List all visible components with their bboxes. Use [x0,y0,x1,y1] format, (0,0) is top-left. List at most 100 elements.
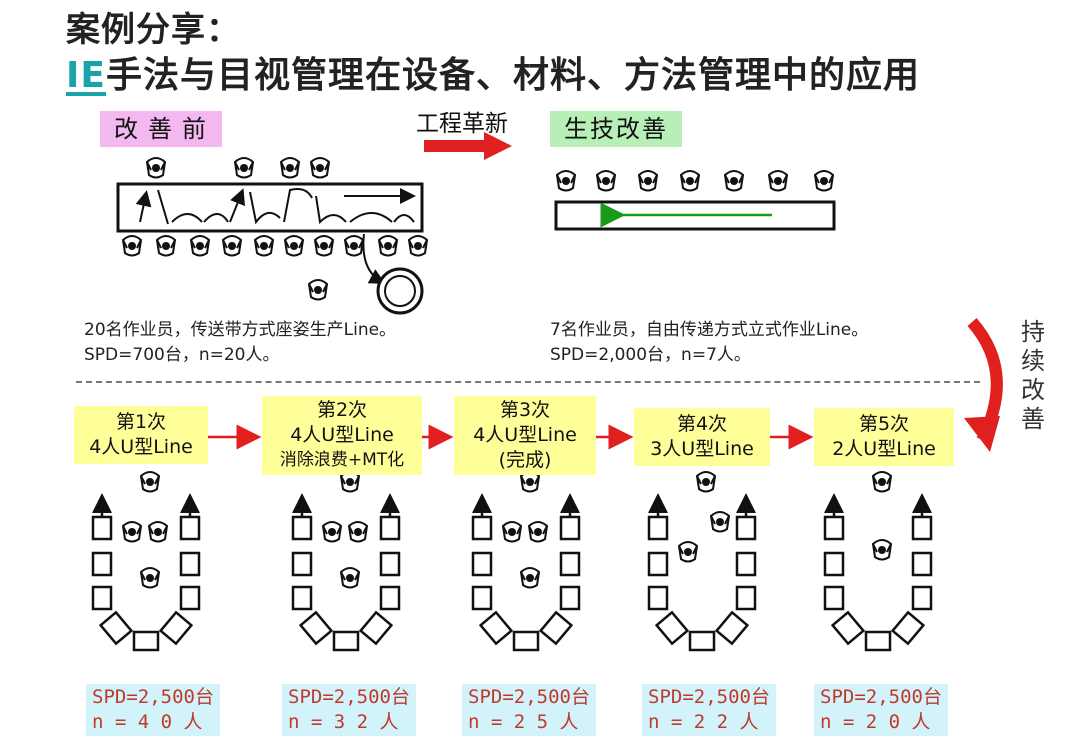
after-workers [556,170,834,192]
station-box [559,551,581,577]
stat-spd: SPD=2,500台 [820,686,942,708]
step-box-5: 第5次 2人U型Line [814,408,954,466]
station-box [911,551,933,577]
worker-icon [148,521,168,543]
step-subtitle: 4人U型Line [473,424,577,446]
station-box [379,551,401,577]
after-conveyor [554,200,836,231]
station-box [512,630,540,652]
step-note: 消除浪费+MT化 [279,450,405,470]
continuous-char: 持 [1021,318,1045,346]
stat-n: n = 3 2 人 [288,711,399,733]
step-title: 第1次 [115,411,167,433]
station-box [911,515,933,541]
step-title: 第4次 [676,413,728,435]
step-box-3: 第3次 4人U型Line (完成) [454,396,596,475]
station-box [735,551,757,577]
step-subtitle: 4人U型Line [89,436,193,458]
station-box [471,515,493,541]
continuous-char: 续 [1021,347,1045,375]
step-box-1: 第1次 4人U型Line [74,406,208,464]
worker-icon [348,521,368,543]
station-box [688,630,716,652]
station-box [98,610,134,646]
station-box [864,630,892,652]
stats-5: SPD=2,500台 n = 2 0 人 [814,684,948,736]
step-note: (完成) [498,449,552,471]
stat-n: n = 4 0 人 [92,711,203,733]
before-label: 改善前 [100,111,222,147]
station-box [830,610,866,646]
stat-spd: SPD=2,500台 [288,686,410,708]
station-box [714,610,750,646]
station-box [559,585,581,611]
station-box [291,515,313,541]
stat-spd: SPD=2,500台 [468,686,590,708]
station-box [647,551,669,577]
station-box [647,515,669,541]
station-box [158,610,194,646]
step-box-4: 第4次 3人U型Line [634,408,770,466]
station-box [654,610,690,646]
after-description: 7名作业员，自由传递方式立式作业Line。 SPD=2,000台，n=7人。 [550,318,868,368]
station-box [379,515,401,541]
worker-icon [140,471,160,493]
station-box [647,585,669,611]
title-rest: 手法与目视管理在设备、材料、方法管理中的应用 [106,55,921,96]
station-box [823,515,845,541]
station-box [91,585,113,611]
station-box [332,630,360,652]
step-title: 第5次 [858,413,910,435]
stats-3: SPD=2,500台 n = 2 5 人 [462,684,596,736]
station-box [179,585,201,611]
worker-icon [140,567,160,589]
u-cell-5 [823,471,933,652]
step-subtitle: 4人U型Line [290,424,394,446]
before-desc-line2: SPD=700台，n=20人。 [84,345,280,365]
station-box [471,551,493,577]
reform-label: 工程革新 [416,111,508,137]
before-description: 20名作业员，传送带方式座姿生产Line。 SPD=700台，n=20人。 [84,318,396,368]
page-title: IE手法与目视管理在设备、材料、方法管理中的应用 [66,46,920,98]
stats-2: SPD=2,500台 n = 3 2 人 [282,684,416,736]
station-box [735,585,757,611]
station-box [911,585,933,611]
worker-icon [678,541,698,563]
station-box [291,585,313,611]
station-box [298,610,334,646]
reform-arrow [424,132,512,160]
continuous-char: 善 [1021,405,1045,433]
station-box [91,551,113,577]
after-desc-line2: SPD=2,000台，n=7人。 [550,345,751,365]
station-box [823,585,845,611]
step-title: 第3次 [499,399,551,421]
u-cell-diagrams [91,471,933,652]
continuous-char: 改 [1021,376,1045,404]
worker-icon [696,471,716,493]
u-cell-3 [471,471,581,652]
station-box [559,515,581,541]
stat-spd: SPD=2,500台 [92,686,214,708]
worker-icon [502,521,522,543]
stat-n: n = 2 5 人 [468,711,579,733]
step-subtitle: 2人U型Line [832,438,936,460]
worker-icon [872,471,892,493]
step-title: 第2次 [316,399,368,421]
station-box [478,610,514,646]
worker-icon [520,567,540,589]
station-box [823,551,845,577]
worker-icon [122,521,142,543]
stat-n: n = 2 0 人 [820,711,931,733]
before-conveyor [116,182,424,233]
u-cell-1 [91,471,201,652]
u-cell-4 [647,471,757,652]
worker-icon [710,511,730,533]
station-box [291,551,313,577]
worker-icon [872,539,892,561]
station-box [538,610,574,646]
station-box [471,585,493,611]
station-box [91,515,113,541]
stats-1: SPD=2,500台 n = 4 0 人 [86,684,220,736]
station-box [358,610,394,646]
